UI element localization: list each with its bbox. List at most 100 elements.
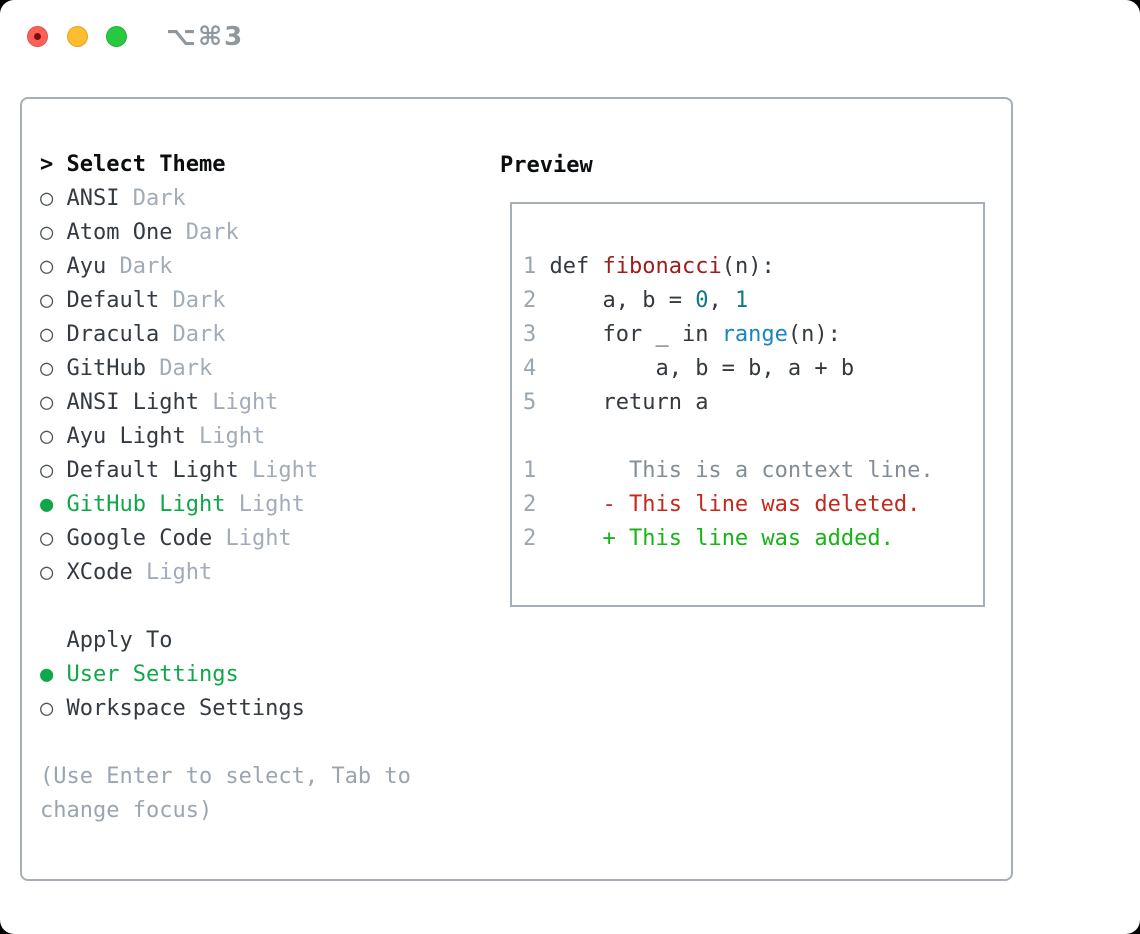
theme-name: Dracula — [66, 322, 173, 347]
code-segment-linenum: 2 — [523, 526, 537, 551]
code-line — [523, 420, 983, 454]
theme-variant: Dark — [119, 254, 173, 279]
apply-to-label: Workspace Settings — [66, 696, 305, 721]
radio-icon: ○ — [40, 254, 67, 279]
theme-name: XCode — [66, 560, 146, 585]
code-line: 2 + This line was added. — [523, 522, 983, 556]
keyboard-hint: (Use Enter to select, Tab to change focus… — [40, 760, 411, 828]
theme-name: Google Code — [66, 526, 226, 551]
code-segment-linenum: 4 — [523, 356, 537, 381]
code-segment-code: , — [708, 288, 735, 313]
theme-name: GitHub — [66, 356, 160, 381]
code-segment-code: (n): — [787, 322, 841, 347]
radio-icon: ○ — [40, 560, 67, 585]
theme-variant: Light — [198, 424, 266, 449]
theme-list-header: > Select Theme — [40, 148, 318, 182]
code-line: 4 a, b = b, a + b — [523, 352, 983, 386]
theme-option[interactable]: ○ Default Dark — [40, 284, 318, 318]
theme-option[interactable]: ○ ANSI Light Light — [40, 386, 318, 420]
code-line: 5 return a — [523, 386, 983, 420]
theme-option[interactable]: ○ Ayu Dark — [40, 250, 318, 284]
theme-option[interactable]: ○ ANSI Dark — [40, 182, 318, 216]
code-line: 2 a, b = 0, 1 — [523, 284, 983, 318]
focus-caret-icon: > — [40, 152, 67, 177]
radio-icon: ○ — [40, 322, 67, 347]
theme-variant: Dark — [172, 288, 226, 313]
theme-name: Ayu — [66, 254, 120, 279]
radio-icon: ○ — [40, 356, 67, 381]
code-segment-code: a, b = b, a + b — [536, 356, 855, 381]
minimize-button[interactable] — [67, 26, 88, 47]
theme-option[interactable]: ○ Dracula Dark — [40, 318, 318, 352]
theme-name: Atom One — [66, 220, 186, 245]
window-title: ⌥⌘3 — [166, 22, 245, 52]
code-segment-code: for _ in — [536, 322, 722, 347]
theme-name: Ayu Light — [66, 424, 199, 449]
code-segment-code — [536, 526, 602, 551]
theme-variant: Light — [238, 492, 305, 517]
theme-picker-panel: > Select Theme ○ ANSI Dark○ Atom One Dar… — [20, 97, 1013, 881]
radio-icon: ○ — [40, 186, 67, 211]
theme-option[interactable]: ○ GitHub Dark — [40, 352, 318, 386]
preview-title: Preview — [500, 153, 593, 178]
code-segment-function: fibonacci — [602, 254, 722, 279]
theme-option[interactable]: ○ Ayu Light Light — [40, 420, 318, 454]
theme-list-header-label: Select Theme — [66, 152, 226, 177]
code-segment-linenum: 3 — [523, 322, 537, 347]
theme-option[interactable]: ○ Atom One Dark — [40, 216, 318, 250]
radio-icon: ○ — [40, 390, 67, 415]
code-segment-linenum: 2 — [523, 492, 537, 517]
theme-variant: Dark — [172, 322, 226, 347]
code-line: 3 for _ in range(n): — [523, 318, 983, 352]
theme-list: > Select Theme ○ ANSI Dark○ Atom One Dar… — [40, 148, 318, 590]
theme-name: ANSI — [66, 186, 133, 211]
theme-name: Default Light — [66, 458, 252, 483]
apply-to-option[interactable]: ● User Settings — [40, 658, 305, 692]
apply-to-section: Apply To ● User Settings○ Workspace Sett… — [40, 624, 305, 726]
radio-icon: ○ — [40, 526, 67, 551]
close-button[interactable] — [27, 26, 48, 47]
code-segment-number: 0 — [695, 288, 709, 313]
code-line: 2 - This line was deleted. — [523, 488, 983, 522]
code-segment-linenum: 1 — [523, 254, 550, 279]
radio-icon: ○ — [40, 458, 67, 483]
code-segment-code — [536, 492, 602, 517]
titlebar: ⌥⌘3 — [0, 0, 1140, 75]
radio-icon: ○ — [40, 288, 67, 313]
radio-icon: ○ — [40, 220, 67, 245]
code-segment-code: a, b = — [536, 288, 696, 313]
apply-to-option[interactable]: ○ Workspace Settings — [40, 692, 305, 726]
theme-variant: Dark — [159, 356, 213, 381]
theme-name: GitHub Light — [66, 492, 239, 517]
code-line: 1 def fibonacci(n): — [523, 250, 983, 284]
apply-to-header-label: Apply To — [66, 628, 173, 653]
theme-variant: Light — [212, 390, 279, 415]
theme-option[interactable]: ○ XCode Light — [40, 556, 318, 590]
theme-variant: Dark — [185, 220, 239, 245]
theme-variant: Dark — [132, 186, 186, 211]
code-segment-context: This is a context line. — [536, 458, 934, 483]
record-dot-icon — [34, 33, 41, 40]
theme-variant: Light — [251, 458, 319, 483]
hint-line: (Use Enter to select, Tab to — [40, 764, 411, 789]
code-segment-linenum: 2 — [523, 288, 537, 313]
theme-name: ANSI Light — [66, 390, 213, 415]
code-segment-linenum: 1 — [523, 458, 537, 483]
hint-line: change focus) — [40, 798, 213, 823]
radio-selected-icon: ● — [40, 662, 67, 687]
theme-option[interactable]: ● GitHub Light Light — [40, 488, 318, 522]
code-segment-code: (n): — [721, 254, 775, 279]
zoom-button[interactable] — [106, 26, 127, 47]
code-line: 1 This is a context line. — [523, 454, 983, 488]
code-segment-code: return a — [536, 390, 709, 415]
radio-selected-icon: ● — [40, 492, 67, 517]
code-segment-linenum: 5 — [523, 390, 537, 415]
theme-option[interactable]: ○ Google Code Light — [40, 522, 318, 556]
code-segment-code: def — [549, 254, 603, 279]
theme-option[interactable]: ○ Default Light Light — [40, 454, 318, 488]
theme-variant: Light — [225, 526, 292, 551]
code-segment-deleted: - This line was deleted. — [602, 492, 921, 517]
